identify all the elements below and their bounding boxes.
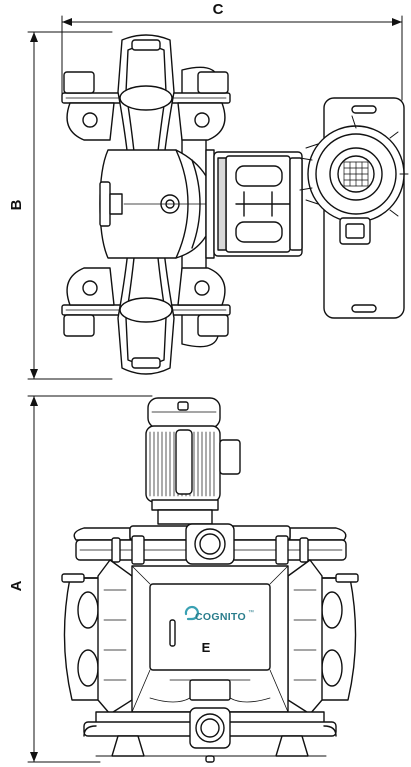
panel-label-e: E xyxy=(202,640,211,655)
pump-front-view: COGNITO ™ E xyxy=(61,397,359,763)
dimension-c-label: C xyxy=(213,1,224,18)
pump-top-view xyxy=(61,34,409,375)
cognito-logo-text: COGNITO xyxy=(195,611,246,623)
motor-front xyxy=(145,397,241,525)
cognito-trademark: ™ xyxy=(248,609,254,616)
motor-end-view xyxy=(299,115,409,245)
dimension-c: C xyxy=(61,1,403,101)
dimension-a-label: A xyxy=(8,580,25,591)
dimension-a: A xyxy=(8,395,153,763)
dimension-b-label: B xyxy=(8,199,25,210)
cognito-logo: COGNITO ™ xyxy=(184,605,254,623)
dimension-b: B xyxy=(8,31,113,380)
